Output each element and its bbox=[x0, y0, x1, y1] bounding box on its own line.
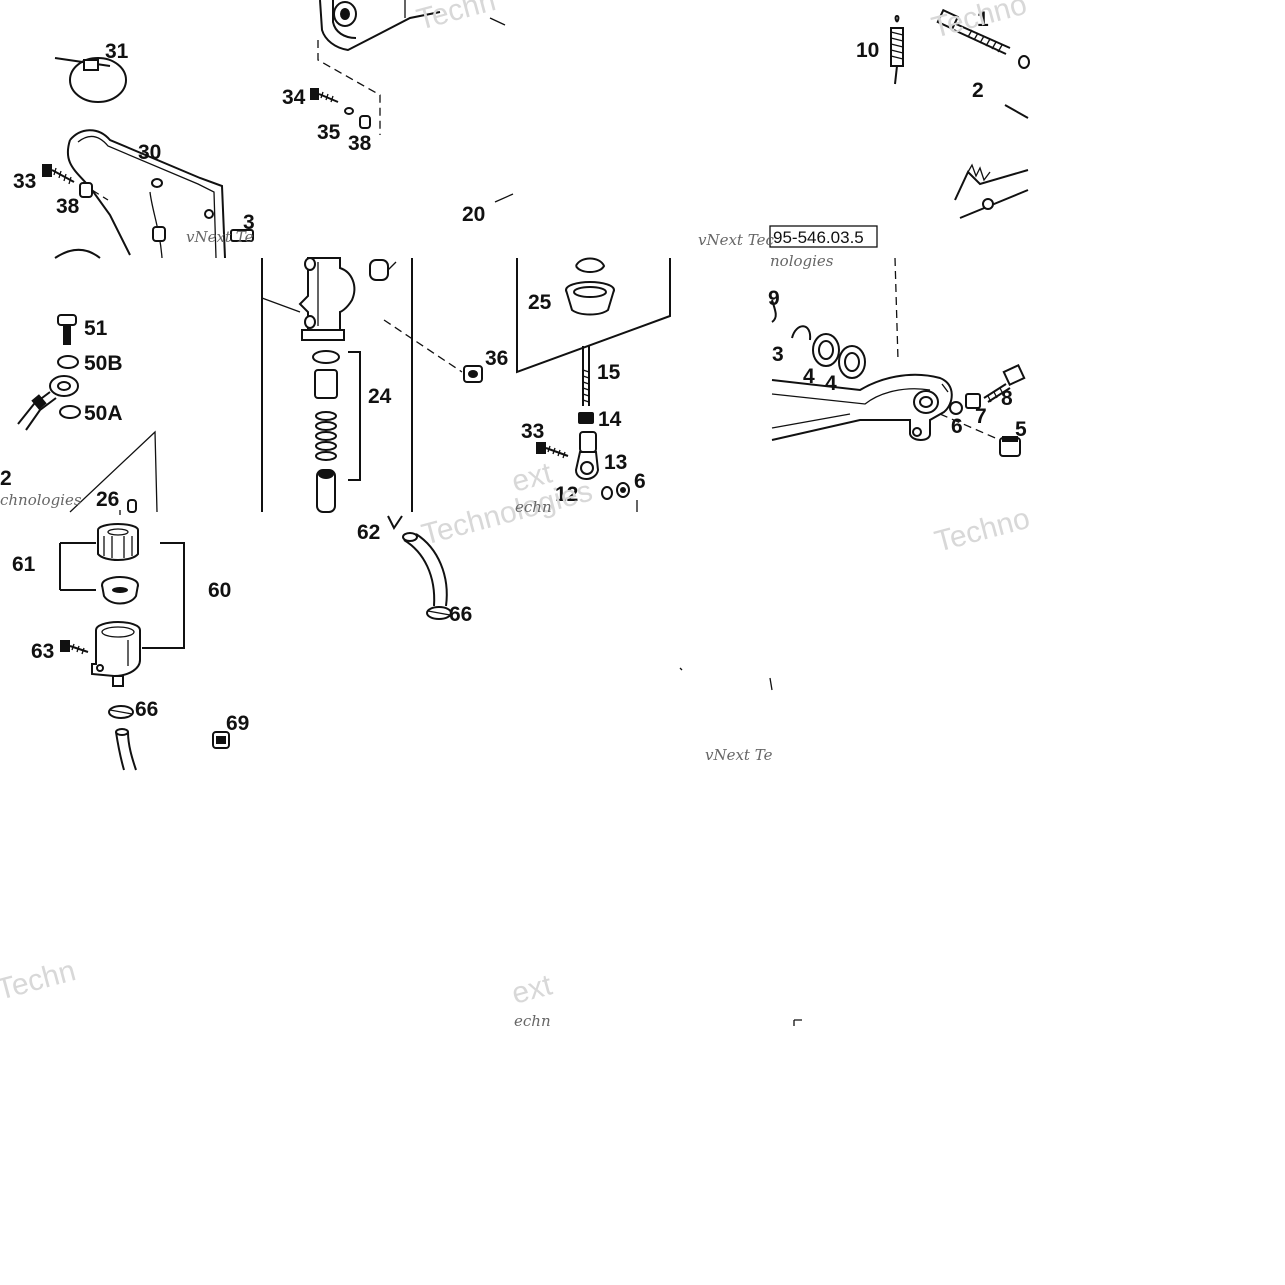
panel-brake-pedal bbox=[771, 257, 1026, 457]
pedal-arm bbox=[771, 373, 953, 441]
part-number-labels: 31 30 33 38 34 35 38 20 10 1 2 3 51 50B … bbox=[0, 8, 1027, 735]
part-number: 2 bbox=[972, 79, 984, 102]
bearing-4b bbox=[838, 345, 866, 379]
part-number: 50B bbox=[84, 352, 123, 375]
reservoir-body bbox=[91, 621, 141, 687]
watermark: Techno bbox=[931, 502, 1033, 559]
part-number: 60 bbox=[208, 579, 231, 602]
part-number: 38 bbox=[348, 132, 372, 155]
panel-upper-left bbox=[42, 57, 254, 259]
part-number: 9 bbox=[768, 287, 780, 310]
watermark: ext bbox=[508, 968, 556, 1010]
part-number: 6 bbox=[951, 415, 963, 438]
part-number: 10 bbox=[856, 39, 879, 62]
part-number: 31 bbox=[105, 40, 129, 63]
watermark: Techn bbox=[413, 0, 499, 37]
part-number: 3 bbox=[772, 343, 784, 366]
reference-code-box: 95-546.03.5 bbox=[769, 225, 878, 248]
part-number: 30 bbox=[138, 141, 161, 164]
bolt-33 bbox=[42, 164, 75, 185]
part-number: 13 bbox=[604, 451, 627, 474]
part-number: 8 bbox=[1001, 387, 1013, 410]
spring-10 bbox=[890, 15, 904, 85]
part-number: 5 bbox=[1015, 418, 1027, 441]
reservoir-cap bbox=[97, 523, 139, 561]
part-number: 26 bbox=[96, 488, 119, 511]
bolt-8 bbox=[983, 363, 1026, 403]
watermark: vNext Te bbox=[186, 228, 254, 246]
panel-middle-left bbox=[17, 314, 158, 515]
part-number: 7 bbox=[975, 405, 987, 428]
panel-reservoir bbox=[59, 523, 230, 771]
part-number: 24 bbox=[368, 385, 392, 408]
part-number: 69 bbox=[226, 712, 249, 735]
part-number: 66 bbox=[135, 698, 158, 721]
part-number: 51 bbox=[84, 317, 108, 340]
part-number: 36 bbox=[485, 347, 508, 370]
part-number: 66 bbox=[449, 603, 472, 626]
part-number: 6 bbox=[634, 470, 646, 493]
cylinder-body bbox=[298, 257, 397, 341]
cylinder-spring bbox=[315, 411, 337, 461]
banjo-bolt-51 bbox=[57, 314, 77, 345]
panel-upper-middle bbox=[310, 0, 514, 203]
panel-pushrod bbox=[463, 257, 671, 512]
part-number: 20 bbox=[462, 203, 485, 226]
part-number: 63 bbox=[31, 640, 54, 663]
watermark: nologies bbox=[770, 252, 834, 270]
part-number: 62 bbox=[357, 521, 380, 544]
part-number: 33 bbox=[521, 420, 544, 443]
part-number: 4 bbox=[803, 365, 815, 388]
foot-peg bbox=[954, 163, 1029, 219]
part-number: 34 bbox=[282, 86, 306, 109]
bearing-4a bbox=[812, 333, 840, 367]
part-number: 2 bbox=[0, 467, 12, 490]
cable-tie bbox=[54, 57, 127, 103]
part-number: 1 bbox=[977, 8, 989, 31]
clevis-12 bbox=[574, 431, 600, 480]
watermark: Techn bbox=[0, 954, 79, 1007]
part-number: 61 bbox=[12, 553, 36, 576]
part-number: 4 bbox=[825, 372, 837, 395]
reservoir-diaphragm bbox=[101, 576, 139, 605]
watermark: echn bbox=[515, 498, 552, 516]
watermark: vNext Tec bbox=[698, 231, 774, 249]
part-number: 38 bbox=[56, 195, 80, 218]
watermark: Technologies bbox=[418, 475, 596, 552]
watermark: echn bbox=[514, 1012, 551, 1030]
banjo-fitting bbox=[17, 375, 79, 431]
dust-boot-25 bbox=[565, 281, 615, 316]
panel-upper-right bbox=[890, 8, 1030, 219]
panel-hose bbox=[387, 515, 773, 691]
part-number: 14 bbox=[598, 408, 622, 431]
panel-master-cylinder bbox=[261, 257, 463, 513]
reference-code: 95-546.03.5 bbox=[773, 228, 864, 247]
part-number: 25 bbox=[528, 291, 552, 314]
hose-clamp-66 bbox=[108, 705, 134, 719]
part-number: 33 bbox=[13, 170, 36, 193]
bushing-38 bbox=[79, 182, 93, 198]
part-number: 12 bbox=[555, 483, 578, 506]
watermark: chnologies bbox=[0, 491, 82, 509]
part-number: 35 bbox=[317, 121, 341, 144]
part-number: 15 bbox=[597, 361, 621, 384]
watermark: Techno bbox=[928, 0, 1030, 45]
part-number: 50A bbox=[84, 402, 123, 425]
part-number: 3 bbox=[243, 211, 255, 234]
watermark: vNext Te bbox=[705, 746, 773, 764]
bolt-1 bbox=[936, 8, 1011, 55]
bracket-plate bbox=[66, 129, 254, 259]
hose-clamp-66b bbox=[426, 606, 452, 620]
